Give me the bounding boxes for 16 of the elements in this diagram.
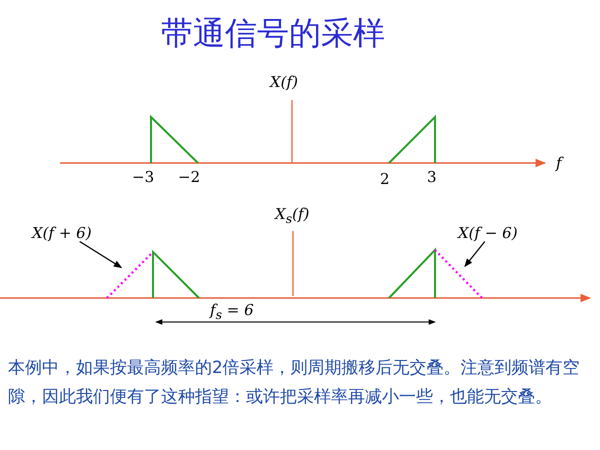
tick-label: 3 bbox=[427, 169, 437, 186]
tick-label: −3 bbox=[132, 169, 154, 186]
title: 带通信号的采样 bbox=[160, 13, 386, 54]
description-paragraph: 本例中，如果按最高频率的2倍采样，则周期搬移后无交叠。注意到频谱有空隙，因此我们便有了这种指望：或许把采样率再减小一些，也能无交叠。 bbox=[8, 356, 581, 408]
leader-arrow bbox=[464, 241, 486, 268]
axis-label: f bbox=[556, 155, 562, 172]
tick-label: 2 bbox=[380, 171, 390, 188]
signal-label: X(f + 6) bbox=[32, 225, 92, 242]
dotted-spectrum-line bbox=[106, 251, 154, 299]
tick-label: −2 bbox=[178, 169, 200, 186]
signal-label: X(f − 6) bbox=[458, 225, 518, 242]
axis-label: X$_{s}$(f) bbox=[275, 206, 310, 226]
dimension-label: f$_{s}$ = 6 bbox=[210, 302, 254, 322]
axis-label: X(f) bbox=[270, 74, 298, 90]
leader-arrow bbox=[79, 241, 122, 268]
dotted-spectrum-line bbox=[434, 249, 483, 299]
